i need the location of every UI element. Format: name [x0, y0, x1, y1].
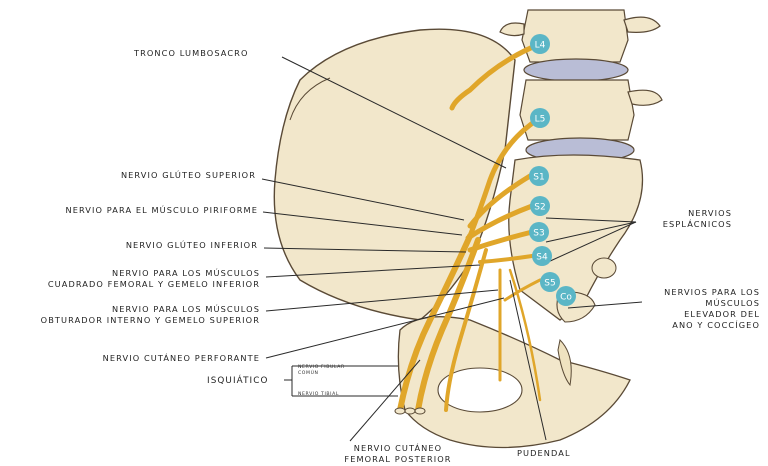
label-esplacnicos-line1: NERVIOS: [688, 208, 732, 218]
transverse-process: [627, 89, 663, 106]
badge-l5-text: L5: [535, 115, 546, 125]
label-cutaneo-post-line1: NERVIO CUTÁNEO: [353, 443, 443, 453]
badge-co: Co: [556, 286, 576, 306]
iliac-crest-detail: [289, 77, 331, 121]
badge-co-text: Co: [560, 293, 572, 303]
label-nervio-gluteo-inferior: NERVIO GLÚTEO INFERIOR: [125, 240, 258, 250]
badge-s2-text: S2: [534, 203, 545, 213]
badge-s1-text: S1: [533, 173, 544, 183]
pubic-symphysis: [557, 338, 572, 387]
badge-l4: L4: [530, 34, 550, 54]
label-cutaneo-post-line2: FEMORAL POSTERIOR: [344, 454, 452, 464]
label-elevador-line3: ELEVADOR DEL: [684, 309, 760, 319]
label-obturador-line1: NERVIO PARA LOS MÚSCULOS: [112, 304, 260, 314]
label-elevador-line1: NERVIOS PARA LOS: [664, 287, 760, 297]
label-cutaneo-perforante: NERVIO CUTÁNEO PERFORANTE: [102, 353, 260, 363]
label-esplacnicos-line2: ESPLÁCNICOS: [662, 219, 732, 229]
label-fibular-line1: NERVIO FIBULAR: [298, 365, 345, 370]
badge-l4-text: L4: [535, 41, 546, 51]
transverse-process: [499, 22, 525, 37]
label-obturador-interno: NERVIO PARA LOS MÚSCULOS OBTURADOR INTER…: [41, 304, 260, 326]
badge-l5: L5: [530, 108, 550, 128]
label-nervio-gluteo-superior: NERVIO GLÚTEO SUPERIOR: [120, 170, 256, 180]
label-cuadrado-line2: CUADRADO FEMORAL Y GEMELO INFERIOR: [47, 279, 260, 289]
label-isquiatico: ISQUIÁTICO: [207, 376, 269, 386]
badge-s3-text: S3: [533, 229, 544, 239]
label-nervio-fibular: NERVIO FIBULAR COMÚN: [298, 365, 345, 377]
label-pudendal: PUDENDAL: [517, 448, 571, 458]
label-cutaneo-femoral-posterior: NERVIO CUTÁNEO FEMORAL POSTERIOR: [328, 443, 468, 465]
badge-s5-text: S5: [544, 279, 555, 289]
disc-l4-l5: [523, 58, 629, 82]
sacral-foramen: [591, 257, 617, 279]
label-tronco-lumbosacro: TRONCO LUMBOSACRO: [134, 48, 249, 58]
leader-lines: [261, 56, 643, 442]
sciatic-stumps: [394, 407, 426, 415]
badge-s4: S4: [532, 246, 552, 266]
label-nervio-tibial: NERVIO TIBIAL: [298, 392, 340, 397]
label-elevador-ano-coccigeo: NERVIOS PARA LOS MÚSCULOS ELEVADOR DEL A…: [664, 287, 760, 331]
badge-s5: S5: [540, 272, 560, 292]
badge-s4-text: S4: [536, 253, 548, 263]
badge-s2: S2: [530, 196, 550, 216]
label-fibular-line2: COMÚN: [298, 371, 319, 376]
badge-s3: S3: [529, 222, 549, 242]
label-obturador-line2: OBTURADOR INTERNO Y GEMELO SUPERIOR: [40, 315, 260, 325]
badge-s1: S1: [529, 166, 549, 186]
label-elevador-line2: MÚSCULOS: [705, 298, 760, 308]
lumbar-spine: [499, 9, 663, 163]
sacral-plexus: [397, 41, 543, 413]
transverse-process: [623, 16, 661, 33]
vertebra-badges: L4 L5 S1 S2 S3 S4 S5 Co: [529, 34, 576, 306]
vertebra-l5: [519, 79, 635, 141]
label-elevador-line4: ANO Y COCCÍGEO: [672, 320, 760, 330]
label-cuadrado-femoral: NERVIO PARA LOS MÚSCULOS CUADRADO FEMORA…: [48, 268, 260, 290]
label-cuadrado-line1: NERVIO PARA LOS MÚSCULOS: [112, 268, 260, 278]
label-nervios-esplacnicos: NERVIOS ESPLÁCNICOS: [663, 208, 732, 230]
label-nervio-piriforme: NERVIO PARA EL MÚSCULO PIRIFORME: [65, 205, 258, 215]
